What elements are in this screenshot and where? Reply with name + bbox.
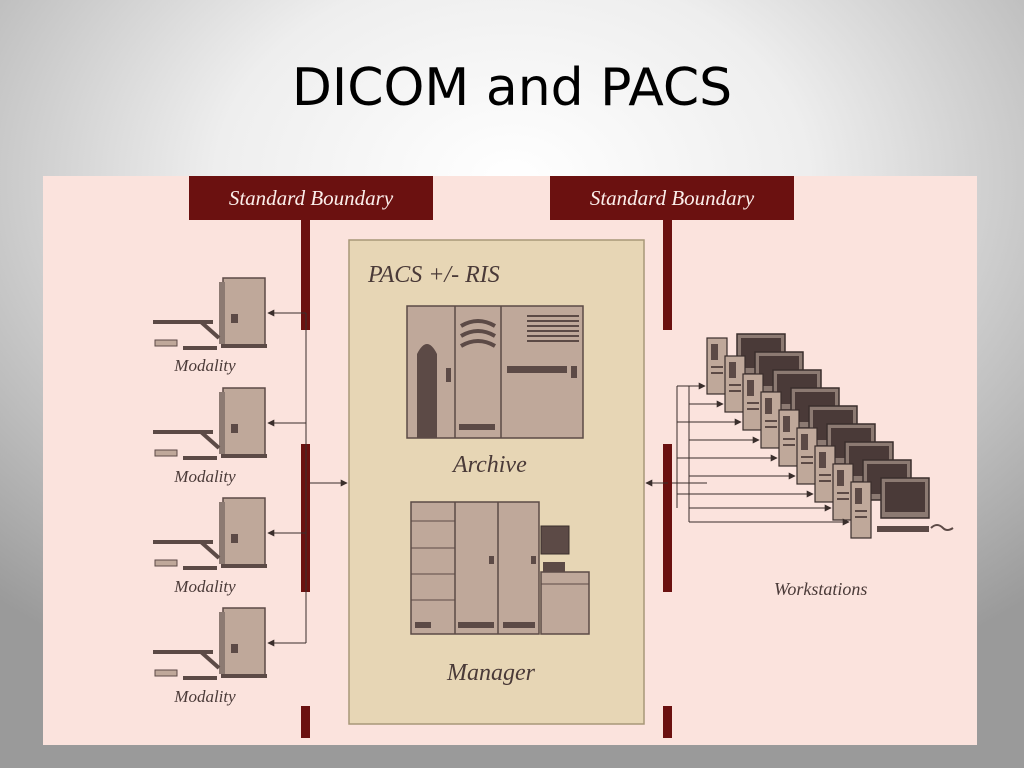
archive-server-image [406, 305, 584, 439]
boundary-bar-right [663, 444, 672, 592]
modality-device-image [151, 276, 269, 350]
pacs-diagram: Standard Boundary Standard Boundary PACS… [43, 176, 977, 745]
modality-device-image [151, 386, 269, 460]
standard-boundary-label-left: Standard Boundary [189, 176, 433, 220]
modality-device-image [151, 496, 269, 570]
standard-boundary-label-right: Standard Boundary [550, 176, 794, 220]
archive-label: Archive [453, 452, 527, 478]
modality-device-image [151, 606, 269, 680]
modality-label: Modality [174, 687, 236, 706]
workstation-connectors [672, 382, 850, 526]
boundary-bar-left [301, 706, 310, 738]
workstation-cluster [706, 333, 954, 539]
manager-label: Manager [447, 660, 535, 686]
slide-title: DICOM and PACS [291, 58, 733, 118]
modality-label: Modality [174, 577, 236, 596]
mouse-cable-image [930, 524, 954, 531]
workstations-label: Workstations [774, 579, 868, 599]
modality-label: Modality [174, 356, 236, 375]
boundary-bar-left [301, 220, 310, 330]
modality-connectors [267, 309, 668, 647]
pacs-ris-label: PACS +/- RIS [368, 262, 500, 288]
boundary-bar-right [663, 220, 672, 330]
boundary-bar-right [663, 706, 672, 738]
diagram-graphics [151, 220, 954, 738]
keyboard-image [877, 526, 929, 532]
manager-server-image [410, 501, 590, 635]
modality-label: Modality [174, 467, 236, 486]
